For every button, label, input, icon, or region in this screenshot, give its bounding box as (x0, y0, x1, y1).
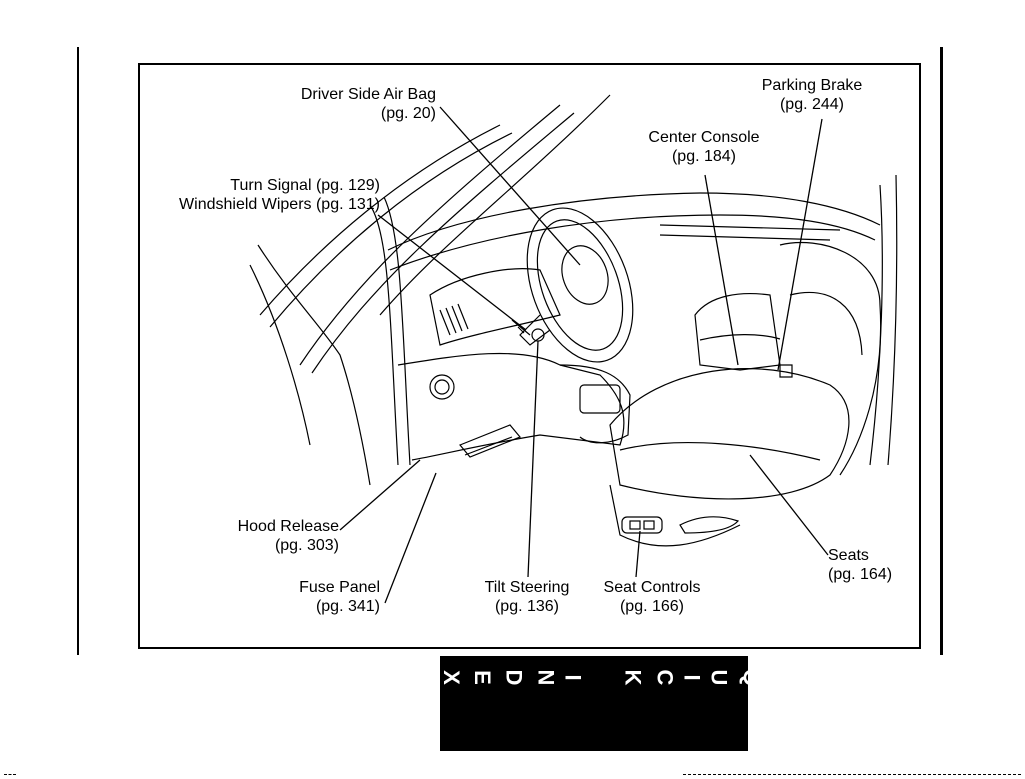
airbag-hub (554, 239, 616, 310)
crop-mark-right (683, 774, 1021, 775)
door-edge (258, 245, 370, 485)
lower-dash (398, 353, 624, 460)
callout-turn-signal-wipers: Turn Signal (pg. 129) Windshield Wipers … (179, 176, 380, 214)
seat-controls (622, 517, 662, 533)
windshield-line (270, 133, 512, 327)
quick-index-tab[interactable]: X E D N I K C I U Q (440, 656, 748, 751)
console-lid (700, 335, 780, 340)
hood-release-knob (430, 375, 454, 399)
left-margin-rule (77, 47, 79, 655)
callout-seats: Seats (pg. 164) (828, 546, 892, 584)
leader-turn (378, 215, 526, 330)
car-interior-illustration (140, 65, 919, 647)
seat-cushion-seam (620, 443, 820, 460)
callout-driver-side-airbag: Driver Side Air Bag (pg. 20) (301, 85, 436, 123)
callout-parking-brake: Parking Brake (pg. 244) (752, 76, 872, 114)
a-pillar (370, 205, 398, 465)
seat-back (780, 243, 881, 476)
seat-base (610, 485, 740, 546)
dashboard-top (388, 193, 880, 250)
callout-tilt-steering: Tilt Steering (pg. 136) (462, 578, 592, 616)
illustration-frame: Driver Side Air Bag (pg. 20) Parking Bra… (138, 63, 921, 649)
leader-seatctl (636, 531, 640, 577)
right-margin-rule (940, 47, 943, 655)
pedals (460, 425, 520, 457)
callout-seat-controls: Seat Controls (pg. 166) (587, 578, 717, 616)
seat-back (790, 293, 862, 356)
cluster-vents (440, 304, 468, 335)
quick-index-label: X E D N I K C I U Q (440, 666, 748, 692)
leader-lines (340, 107, 828, 603)
windshield-line (260, 125, 500, 315)
crop-mark-left (4, 774, 16, 775)
seat-cushion (610, 369, 849, 499)
callout-hood-release: Hood Release (pg. 303) (238, 517, 339, 555)
dashboard-vents (660, 225, 840, 240)
steering-wheel-rim (508, 193, 653, 376)
leader-hood (340, 460, 420, 530)
callout-center-console: Center Console (pg. 184) (634, 128, 774, 166)
callout-fuse-panel: Fuse Panel (pg. 341) (299, 578, 380, 616)
rear-pillar (888, 175, 897, 465)
leader-airbag (440, 107, 580, 265)
radio (580, 385, 620, 413)
leader-tilt (528, 341, 538, 577)
leader-seats (750, 455, 828, 555)
leader-fuse (385, 473, 436, 603)
